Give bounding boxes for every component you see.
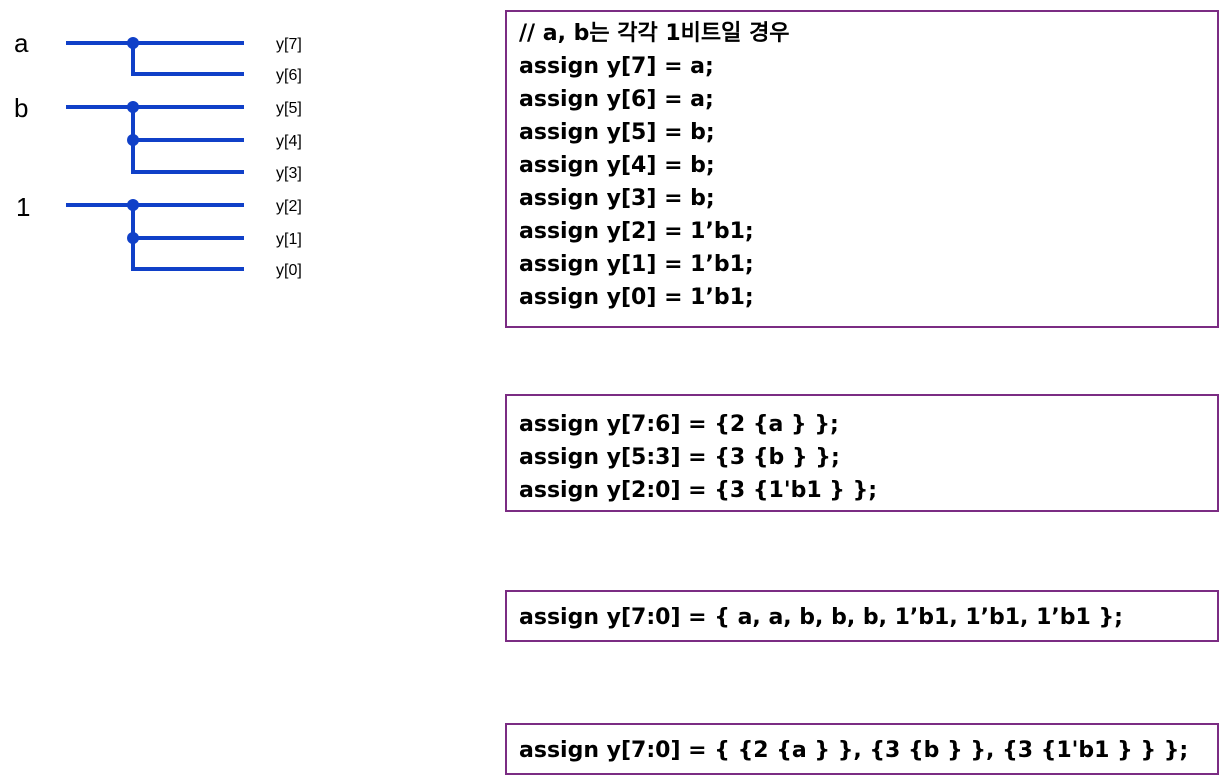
code-line-nested: assign y[7:0] = { {2 {a } }, {3 {b } }, …	[519, 738, 1189, 763]
code-line-y5: assign y[5] = b;	[519, 120, 715, 145]
output-label-y2: y[2]	[276, 198, 302, 215]
code-line-y7: assign y[7] = a;	[519, 54, 714, 79]
output-label-y0: y[0]	[276, 262, 302, 279]
input-label-a: a	[14, 28, 29, 58]
code-box-concatenation-assign: assign y[7:0] = { a, a, b, b, b, 1’b1, 1…	[505, 590, 1219, 642]
output-label-y1: y[1]	[276, 231, 302, 248]
code-line-y6: assign y[6] = a;	[519, 87, 714, 112]
output-label-y3: y[3]	[276, 165, 302, 182]
output-label-y6: y[6]	[276, 67, 302, 84]
input-label-one: 1	[16, 192, 30, 222]
code-line-y2-0: assign y[2:0] = {3 {1'b1 } };	[519, 478, 878, 503]
code-box-individual-assign: // a, b는 각각 1비트일 경우 assign y[7] = a; ass…	[505, 10, 1219, 328]
output-label-y5: y[5]	[276, 100, 302, 117]
junction-one-2	[127, 232, 139, 244]
output-label-y7: y[7]	[276, 36, 302, 53]
code-line-concat: assign y[7:0] = { a, a, b, b, b, 1’b1, 1…	[519, 605, 1123, 630]
code-box-replication-assign: assign y[7:6] = {2 {a } }; assign y[5:3]…	[505, 394, 1219, 512]
code-line-y2: assign y[2] = 1’b1;	[519, 219, 754, 244]
wiring-diagram: a y[7] y[6] b y[5] y[4] y[3] 1 y[2] y[1]…	[14, 28, 302, 279]
code-line-y7-6: assign y[7:6] = {2 {a } };	[519, 412, 839, 437]
junction-one-1	[127, 199, 139, 211]
junction-b-2	[127, 134, 139, 146]
code-line-y5-3: assign y[5:3] = {3 {b } };	[519, 445, 840, 470]
code-line-y3: assign y[3] = b;	[519, 186, 715, 211]
code-line-y4: assign y[4] = b;	[519, 153, 715, 178]
junction-b-1	[127, 101, 139, 113]
code-line-y0: assign y[0] = 1’b1;	[519, 285, 754, 310]
input-label-b: b	[14, 93, 28, 123]
code-comment: // a, b는 각각 1비트일 경우	[519, 21, 790, 46]
junction-a-1	[127, 37, 139, 49]
code-box-nested-replication-assign: assign y[7:0] = { {2 {a } }, {3 {b } }, …	[505, 723, 1219, 775]
code-line-y1: assign y[1] = 1’b1;	[519, 252, 754, 277]
output-label-y4: y[4]	[276, 133, 302, 150]
